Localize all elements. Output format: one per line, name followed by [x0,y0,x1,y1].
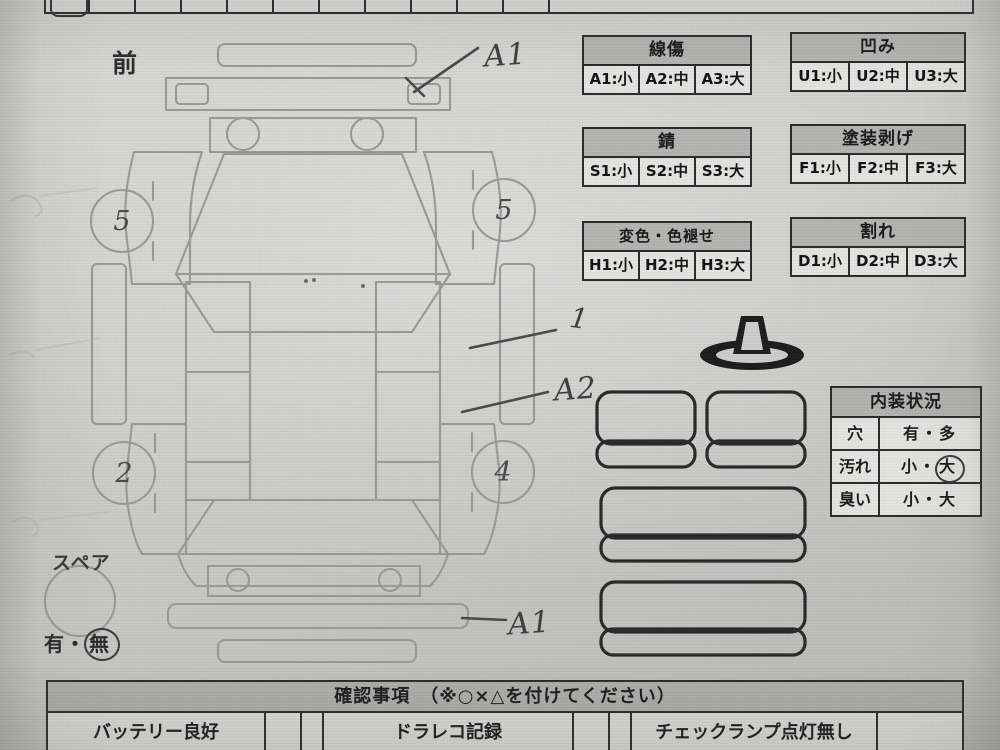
interior-row-options: 有・多 [880,418,980,449]
legend-cell[interactable]: U3:大 [914,67,958,85]
damage-mark-rear-a1: A1 [506,604,552,643]
top-strip-cell [550,0,972,12]
top-strip-cell [504,0,550,12]
interior-option-a[interactable]: 小 [900,457,919,476]
interior-option-a[interactable]: 小 [902,490,921,509]
legend-scratch: 線傷 A1:小 A2:中 A3:大 [582,35,752,95]
interior-table-title: 内装状況 [832,388,980,418]
oval-mark-icon [50,0,88,17]
interior-option-sep: ・ [920,424,939,443]
interior-condition-table: 内装状況 穴 有・多 汚れ 小・大 臭い 小・大 [830,386,982,517]
legend-cell[interactable]: U1:小 [792,63,850,90]
confirm-label-battery: バッテリー良好 [48,713,266,750]
legend-row: D1:小 D2:中 D3:大 [792,248,964,275]
spare-tire-label: スペア [52,552,111,574]
interior-row-label: 臭い [832,484,880,515]
legend-cell[interactable]: A3:大 [701,70,745,88]
confirm-label-checklamp: チェックランプ点灯無し [632,713,878,750]
confirm-spacer-cell [302,713,324,750]
interior-option-a[interactable]: 有 [902,424,921,443]
legend-row: A1:小 A2:中 A3:大 [584,66,750,93]
interior-option-b[interactable]: 多 [939,424,958,443]
legend-cell[interactable]: D3:大 [914,252,958,270]
legend-title: 線傷 [584,37,750,66]
legend-dent: 凹み U1:小 U2:中 U3:大 [790,32,966,92]
spare-separator: ・ [65,632,86,656]
damage-mark-front-a1: A1 [482,36,528,75]
legend-crack: 割れ D1:小 D2:中 D3:大 [790,217,966,277]
table-row: 穴 有・多 [832,418,980,451]
interior-option-b[interactable]: 大 [939,490,958,509]
top-strip-cell [366,0,412,12]
legend-cell[interactable]: S1:小 [584,158,640,185]
legend-title: 錆 [584,129,750,158]
interior-option-sep: ・ [918,457,937,476]
legend-row: S1:小 S2:中 S3:大 [584,158,750,185]
confirmation-row: バッテリー良好 ドラレコ記録 チェックランプ点灯無し [48,713,962,750]
top-strip-cell [320,0,366,12]
interior-option-sep: ・ [920,490,939,509]
legend-title: 変色・色褪せ [584,223,750,252]
confirm-label-dashcam: ドラレコ記録 [324,713,574,750]
wheel-value-rear-right: 4 [494,457,512,488]
legend-cell[interactable]: F2:中 [850,155,908,182]
legend-cell[interactable]: H3:大 [701,256,745,274]
legend-row: F1:小 F2:中 F3:大 [792,155,964,182]
confirmation-items-table: 確認事項 （※○×△を付けてください） バッテリー良好 ドラレコ記録 チェックラ… [46,680,964,750]
interior-row-label: 汚れ [832,451,880,482]
top-partial-table-strip [44,0,974,17]
confirm-mark-dashcam[interactable] [574,713,610,750]
spare-option-yes[interactable]: 有 [44,632,65,656]
confirm-mark-battery[interactable] [266,713,302,750]
legend-cell[interactable]: D2:中 [850,248,908,275]
spare-option-no-selected[interactable]: 無 [86,628,113,657]
interior-row-options: 小・大 [880,484,980,515]
legend-cell[interactable]: S3:大 [701,162,745,180]
top-strip-cell [136,0,182,12]
wheel-value-front-left: 5 [113,206,131,237]
legend-cell[interactable]: A2:中 [640,66,696,93]
confirm-mark-checklamp[interactable] [878,713,962,750]
legend-row: U1:小 U2:中 U3:大 [792,63,964,90]
table-row: 臭い 小・大 [832,484,980,515]
legend-cell[interactable]: H2:中 [640,252,696,279]
legend-cell[interactable]: F3:大 [915,159,957,177]
top-strip-cell [46,0,90,17]
legend-paint-peel: 塗装剥げ F1:小 F2:中 F3:大 [790,124,966,184]
top-strip-cell [182,0,228,12]
confirmation-header: 確認事項 （※○×△を付けてください） [48,682,962,713]
legend-cell[interactable]: D1:小 [792,248,850,275]
spare-availability: 有・無 [44,628,113,657]
interior-option-b-selected[interactable]: 大 [937,451,959,482]
wheel-value-front-right: 5 [495,195,513,226]
legend-cell[interactable]: F1:小 [792,155,850,182]
top-strip-cell [228,0,274,12]
confirm-spacer-cell [610,713,632,750]
interior-row-label: 穴 [832,418,880,449]
legend-rust: 錆 S1:小 S2:中 S3:大 [582,127,752,187]
legend-discoloration: 変色・色褪せ H1:小 H2:中 H3:大 [582,221,752,281]
top-strip-cell [274,0,320,12]
front-direction-label: 前 [112,49,138,78]
legend-title: 割れ [792,219,964,248]
legend-title: 凹み [792,34,964,63]
damage-mark-side-a2: A2 [552,370,598,409]
legend-row: H1:小 H2:中 H3:大 [584,252,750,279]
top-strip-cell [90,0,136,12]
top-strip-cell [458,0,504,12]
top-strip-cell [412,0,458,12]
legend-cell[interactable]: H1:小 [584,252,640,279]
legend-cell[interactable]: U2:中 [850,63,908,90]
legend-cell[interactable]: S2:中 [640,158,696,185]
wheel-value-rear-left: 2 [115,458,133,489]
table-row: 汚れ 小・大 [832,451,980,484]
legend-title: 塗装剥げ [792,126,964,155]
legend-cell[interactable]: A1:小 [584,66,640,93]
interior-row-options: 小・大 [880,451,980,482]
